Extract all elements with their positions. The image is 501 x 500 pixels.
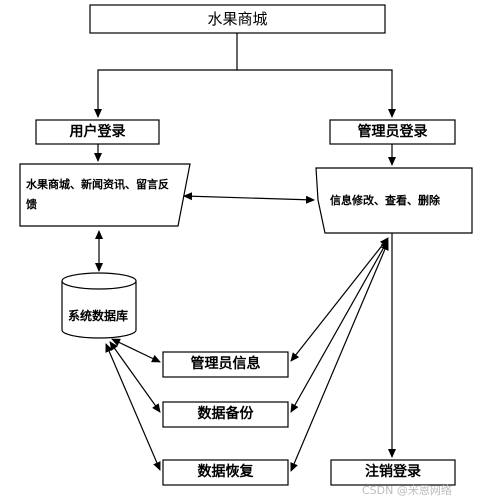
arrow-admin-info-to-admin-features bbox=[290, 237, 389, 362]
user-login-label: 用户登录 bbox=[69, 123, 126, 140]
arrow-data-restore-to-admin-features bbox=[290, 241, 389, 472]
logout-label: 注销登录 bbox=[365, 464, 421, 481]
data-backup-label: 数据备份 bbox=[197, 406, 254, 423]
arrow-db-to-data-restore bbox=[105, 343, 161, 471]
data-backup-box bbox=[162, 401, 289, 428]
admin-login-label: 管理员登录 bbox=[357, 123, 428, 140]
admin-info-label: 管理员信息 bbox=[190, 356, 261, 373]
watermark: CSDN @米恩网络 bbox=[362, 484, 452, 497]
database-cylinder bbox=[61, 272, 137, 339]
database-label: 系统数据库 bbox=[68, 308, 129, 323]
arrow-data-backup-to-admin-features bbox=[290, 239, 389, 413]
user-features-label: 水果商城、新闻资讯、留言反馈 bbox=[26, 178, 169, 211]
top-label: 水果商城 bbox=[207, 10, 268, 28]
admin-features-label: 信息修改、查看、删除 bbox=[330, 193, 440, 207]
user-login-box bbox=[35, 119, 160, 145]
connector-top-split bbox=[94, 33, 238, 118]
data-restore-label: 数据恢复 bbox=[197, 464, 254, 481]
arrow-db-to-admin-info bbox=[111, 338, 161, 363]
admin-features-box bbox=[315, 167, 473, 234]
arrow-db-to-data-backup bbox=[109, 341, 161, 413]
top-box bbox=[89, 4, 386, 34]
user-features-box bbox=[19, 163, 191, 227]
connector-top-admin bbox=[237, 69, 396, 118]
data-restore-box bbox=[162, 459, 289, 486]
admin-info-box bbox=[162, 351, 289, 378]
arrow-features-bidirectional bbox=[183, 192, 315, 204]
